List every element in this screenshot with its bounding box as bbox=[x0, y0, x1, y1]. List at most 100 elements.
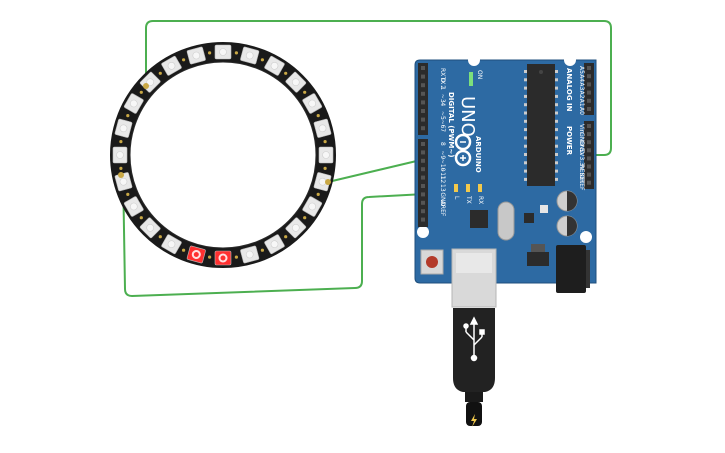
header-pin[interactable] bbox=[587, 172, 591, 177]
header-pin[interactable] bbox=[421, 167, 425, 172]
usb-chip bbox=[470, 210, 488, 228]
ring-led bbox=[123, 93, 144, 114]
ring-led bbox=[318, 146, 334, 164]
power-header-title: POWER bbox=[565, 126, 573, 156]
wire-pin6-to-ring-din[interactable] bbox=[327, 158, 426, 183]
pin-label: ~5 bbox=[439, 111, 446, 120]
header-pin[interactable] bbox=[587, 74, 591, 79]
reset-button[interactable] bbox=[420, 249, 444, 275]
l-label: L bbox=[453, 196, 460, 200]
ring-led bbox=[302, 93, 323, 114]
mounting-hole bbox=[468, 54, 480, 66]
header-pin[interactable] bbox=[587, 98, 591, 103]
header-pin[interactable] bbox=[421, 66, 425, 70]
pin-label: ~3 bbox=[439, 94, 446, 103]
wire-gnd-to-ring[interactable] bbox=[122, 169, 426, 297]
ring-solder-dot bbox=[139, 216, 143, 220]
header-pin[interactable] bbox=[421, 117, 425, 122]
header-pin[interactable] bbox=[421, 109, 425, 113]
header-pin[interactable] bbox=[421, 126, 425, 131]
header-pin[interactable] bbox=[421, 209, 425, 214]
ring-led bbox=[313, 118, 332, 138]
analog-header-title: ANALOG IN bbox=[565, 68, 573, 112]
ring-pad-vcc[interactable] bbox=[143, 83, 149, 89]
ring-led bbox=[264, 234, 285, 255]
ring-led bbox=[186, 245, 206, 264]
tx-led bbox=[466, 184, 470, 192]
pin-label: A2 bbox=[578, 91, 585, 99]
pin-label: ~11 bbox=[439, 167, 446, 180]
ring-solder-dot bbox=[316, 192, 320, 196]
analog-header[interactable] bbox=[584, 63, 594, 115]
mounting-hole bbox=[564, 54, 576, 66]
header-pin[interactable] bbox=[421, 74, 425, 79]
header-pin[interactable] bbox=[587, 180, 591, 185]
usb-b-port[interactable] bbox=[451, 248, 497, 308]
on-label: ON bbox=[476, 70, 483, 79]
header-pin[interactable] bbox=[587, 148, 591, 153]
ring-led bbox=[161, 234, 182, 255]
ring-led bbox=[285, 217, 307, 239]
digital-header-bottom[interactable] bbox=[418, 139, 428, 227]
header-pin[interactable] bbox=[587, 107, 591, 111]
digital-pin-labels-top: RX 0TX 12~34~5~67 bbox=[439, 68, 446, 132]
header-pin[interactable] bbox=[421, 175, 425, 180]
header-pin[interactable] bbox=[421, 100, 425, 105]
pin-label: ~9 bbox=[439, 150, 446, 159]
wires bbox=[122, 20, 612, 297]
pin-label: AREF bbox=[439, 201, 446, 217]
digital-header-top[interactable] bbox=[418, 63, 428, 135]
pin-label: GND bbox=[439, 192, 446, 206]
ring-pad-gnd[interactable] bbox=[118, 172, 124, 178]
pin-label: 3.3V bbox=[578, 156, 585, 171]
header-pin[interactable] bbox=[587, 140, 591, 145]
header-pin[interactable] bbox=[421, 158, 425, 163]
usb-icon bbox=[463, 316, 485, 362]
header-pin[interactable] bbox=[587, 90, 591, 95]
header-pin[interactable] bbox=[587, 156, 591, 161]
ring-led bbox=[114, 118, 133, 138]
ring-solder-dot bbox=[316, 114, 320, 118]
header-pin[interactable] bbox=[421, 91, 425, 96]
pin-label: GND bbox=[578, 140, 585, 154]
neopixel-ring[interactable] bbox=[110, 42, 336, 268]
ring-pad-din[interactable] bbox=[325, 179, 331, 185]
pin-label: RESET bbox=[578, 165, 585, 185]
ring-solder-dot bbox=[126, 114, 130, 118]
header-pin[interactable] bbox=[587, 124, 591, 128]
rx-label: RX bbox=[477, 196, 484, 204]
header-pin[interactable] bbox=[421, 83, 425, 88]
ring-led bbox=[161, 55, 182, 76]
ring-solder-dot bbox=[234, 255, 238, 259]
usb-cable-cord bbox=[466, 402, 482, 426]
header-pin[interactable] bbox=[421, 217, 425, 222]
header-pin[interactable] bbox=[421, 150, 425, 155]
brand-label: ARDUINO bbox=[474, 136, 482, 173]
header-pin[interactable] bbox=[587, 132, 591, 137]
arduino-uno-board[interactable]: RX 0TX 12~34~5~67 8~9~10~111213GNDAREF D… bbox=[414, 54, 597, 308]
atmega-chip bbox=[524, 64, 558, 186]
rx-led bbox=[478, 184, 482, 192]
pin-label: ~10 bbox=[439, 159, 446, 172]
ring-solder-dot bbox=[234, 51, 238, 55]
dc-power-jack[interactable] bbox=[556, 245, 590, 293]
ring-solder-dot bbox=[303, 216, 307, 220]
header-pin[interactable] bbox=[587, 66, 591, 70]
header-pin[interactable] bbox=[421, 184, 425, 188]
pin-label: 13 bbox=[439, 184, 446, 192]
ring-led bbox=[214, 44, 232, 60]
power-header[interactable] bbox=[584, 121, 594, 189]
header-pin[interactable] bbox=[421, 142, 425, 146]
usb-cable[interactable] bbox=[453, 308, 495, 427]
ring-led bbox=[112, 146, 128, 164]
board-model-label: UNO bbox=[457, 96, 478, 137]
header-pin[interactable] bbox=[587, 82, 591, 87]
header-pin[interactable] bbox=[587, 164, 591, 169]
pin-label: TX 1 bbox=[439, 76, 446, 91]
crystal bbox=[497, 201, 515, 241]
header-pin[interactable] bbox=[421, 192, 425, 197]
pin-label: 7 bbox=[439, 128, 446, 132]
smd-component bbox=[540, 205, 548, 213]
header-pin[interactable] bbox=[421, 200, 425, 205]
wire-5v-to-ring[interactable] bbox=[145, 20, 612, 156]
